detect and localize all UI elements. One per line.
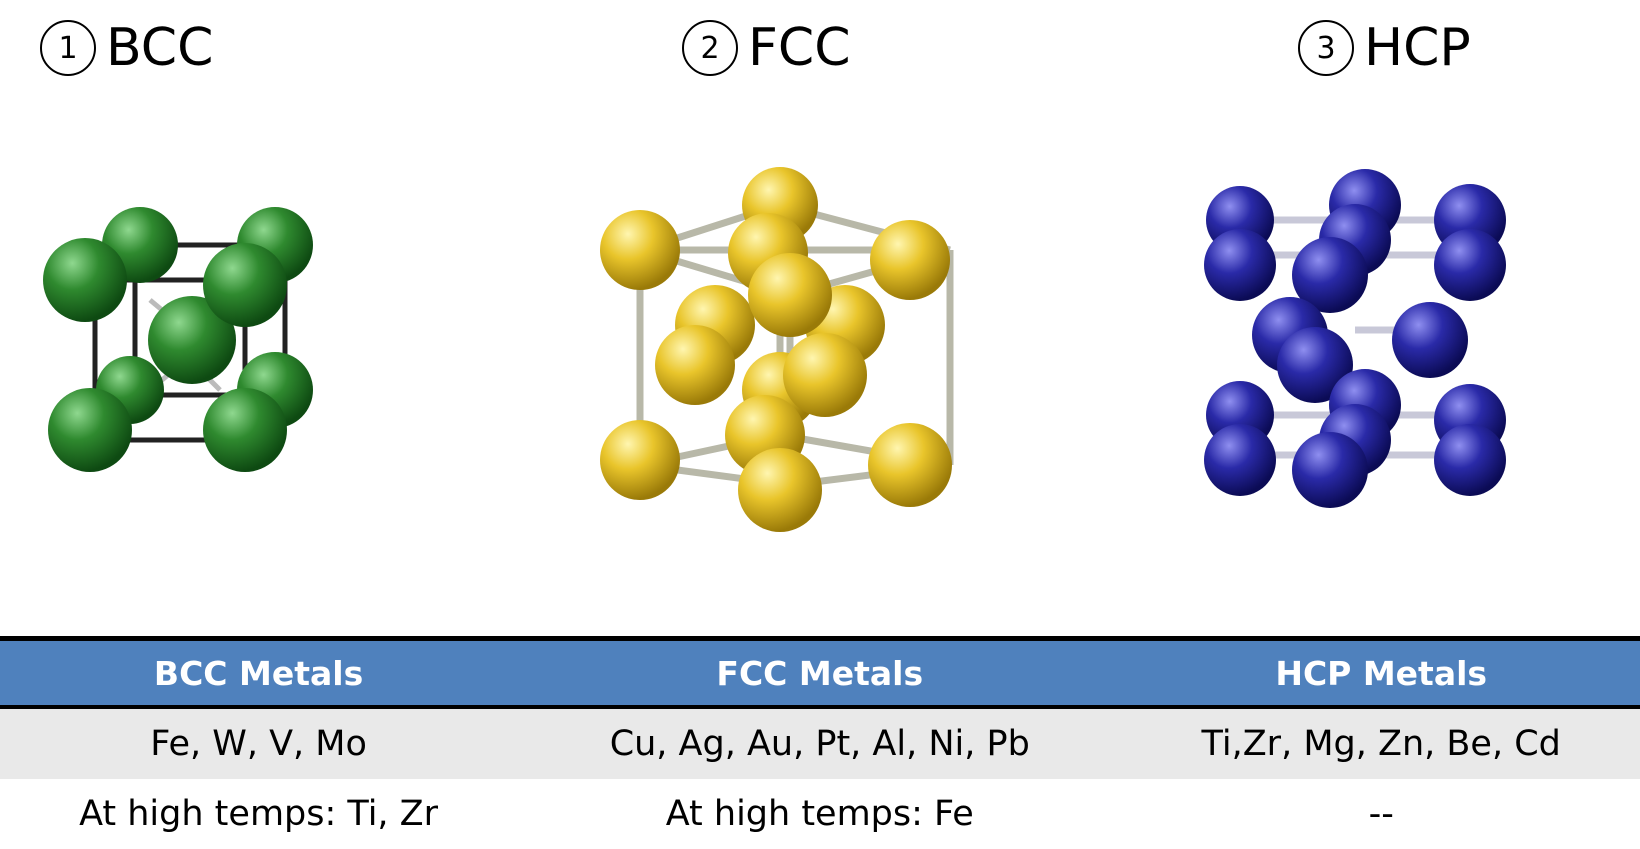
table-row: Fe, W, V, Mo Cu, Ag, Au, Pt, Al, Ni, Pb … — [0, 707, 1640, 779]
number-circle-3: 3 — [1298, 20, 1354, 76]
table-cell: At high temps: Fe — [517, 779, 1123, 849]
table-cell: -- — [1122, 779, 1640, 849]
bcc-unit-cell-diagram — [43, 207, 313, 472]
fcc-title: FCC — [748, 18, 851, 78]
table-cell: At high temps: Ti, Zr — [0, 779, 518, 849]
hcp-unit-cell-diagram — [1204, 169, 1506, 508]
number-circle-1: 1 — [40, 20, 96, 76]
header-bcc-metals: BCC Metals — [0, 636, 518, 709]
table-cell: Ti,Zr, Mg, Zn, Be, Cd — [1122, 707, 1640, 779]
table-header-row: BCC Metals FCC Metals HCP Metals — [0, 636, 1640, 709]
table-cell: Fe, W, V, Mo — [0, 707, 518, 779]
table-row: At high temps: Ti, Zr At high temps: Fe … — [0, 779, 1640, 849]
fcc-unit-cell-diagram — [600, 167, 954, 532]
hcp-title: HCP — [1364, 18, 1471, 78]
table-cell: Cu, Ag, Au, Pt, Al, Ni, Pb — [517, 707, 1123, 779]
bcc-heading: 1 BCC — [40, 18, 213, 78]
bcc-title: BCC — [106, 18, 214, 78]
fcc-heading: 2 FCC — [682, 18, 851, 78]
hcp-heading: 3 HCP — [1298, 18, 1471, 78]
header-fcc-metals: FCC Metals — [517, 636, 1123, 709]
header-hcp-metals: HCP Metals — [1122, 636, 1640, 709]
number-circle-2: 2 — [682, 20, 738, 76]
metals-table: BCC Metals FCC Metals HCP Metals Fe, W, … — [0, 636, 1640, 849]
